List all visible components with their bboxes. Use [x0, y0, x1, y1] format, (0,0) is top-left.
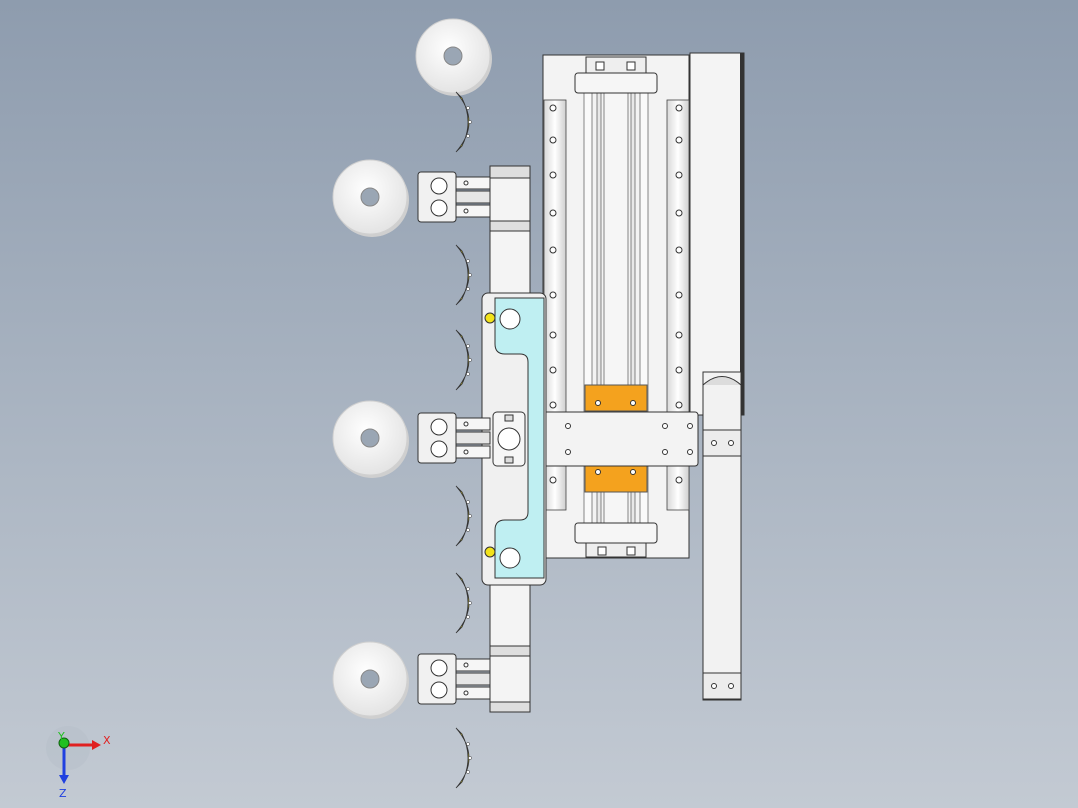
rail-screw — [675, 104, 683, 112]
crescent-part — [455, 329, 472, 391]
rail-screws — [549, 104, 683, 484]
disc-part — [332, 400, 409, 478]
rail-screw — [675, 291, 683, 299]
rail-screw — [549, 291, 557, 299]
rail-screw — [549, 209, 557, 217]
gripper — [417, 653, 491, 705]
rail-screw — [675, 209, 683, 217]
rail-screw — [549, 366, 557, 374]
rail-screw — [675, 366, 683, 374]
disc-group — [332, 18, 492, 719]
crescent-part — [455, 91, 472, 153]
gripper-group — [417, 171, 491, 705]
disc-hole — [360, 669, 380, 689]
disc-part — [415, 18, 492, 96]
connector-plate — [539, 411, 699, 467]
gripper — [417, 171, 491, 223]
rail-screw — [675, 136, 683, 144]
x-axis-label: X — [103, 734, 111, 747]
rail-screw — [549, 476, 557, 484]
rail-screw — [675, 476, 683, 484]
right-beam — [689, 52, 745, 701]
rail-screw — [549, 401, 557, 409]
rail-screw — [549, 331, 557, 339]
coordinate-triad: X Y Z — [46, 726, 111, 800]
rail-screw — [549, 104, 557, 112]
disc-hole — [443, 46, 463, 66]
disc-part — [332, 641, 409, 719]
rail-screw — [675, 331, 683, 339]
y-axis-label: Y — [57, 730, 65, 743]
rail-screw — [675, 401, 683, 409]
rail-screw — [549, 246, 557, 254]
disc-hole — [360, 428, 380, 448]
crescent-group — [455, 91, 472, 789]
crescent-part — [455, 572, 472, 634]
gripper — [417, 412, 491, 464]
rail-screw — [549, 136, 557, 144]
z-axis-label: Z — [59, 787, 67, 800]
rail-screw — [675, 246, 683, 254]
cyan-adapter-plate — [481, 292, 547, 586]
crescent-part — [455, 244, 472, 306]
linear-module — [542, 54, 690, 559]
disc-part — [332, 159, 409, 237]
crescent-part — [455, 727, 472, 789]
disc-hole — [360, 187, 380, 207]
rail-screw — [549, 171, 557, 179]
crescent-part — [455, 485, 472, 547]
rail-screw — [675, 171, 683, 179]
